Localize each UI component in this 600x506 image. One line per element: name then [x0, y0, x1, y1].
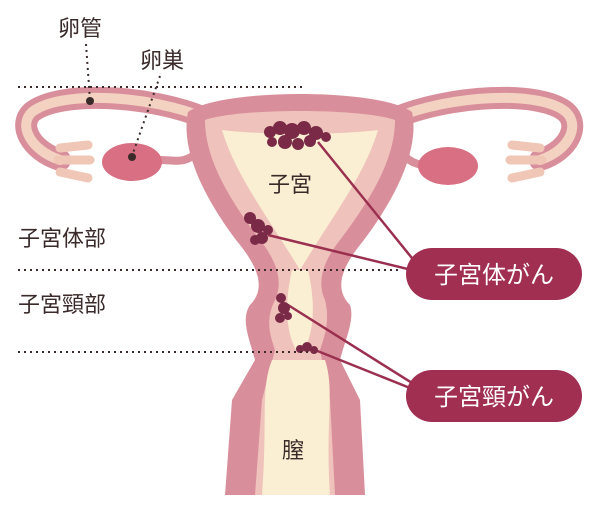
badge-cervical-cancer-text: 子宮頸がん: [434, 383, 554, 411]
badge-cervical-cancer: [406, 370, 582, 422]
label-uterine-body: 子宮体部: [18, 227, 106, 252]
label-vagina: 膣: [282, 439, 304, 464]
cancer-leader-lines: [267, 141, 421, 394]
badge-endometrial-cancer-text: 子宮体がん: [434, 261, 554, 289]
label-fallopian-tube: 卵管: [58, 17, 102, 42]
vaginal-canal: [262, 360, 330, 495]
fallopian-tubes: [15, 86, 584, 183]
label-cervix: 子宮頸部: [18, 293, 106, 318]
badge-endometrial-cancer: [406, 248, 582, 300]
dotted-guides: [18, 43, 400, 353]
label-ovary: 卵巣: [140, 49, 184, 74]
fallopian-tube-marker: [86, 97, 94, 105]
ovary-marker: [128, 153, 136, 161]
uterine-cavity: [222, 130, 378, 270]
cervical-canal: [287, 270, 313, 350]
label-uterus: 子宮: [268, 173, 312, 198]
tumor-clusters: [244, 121, 331, 354]
